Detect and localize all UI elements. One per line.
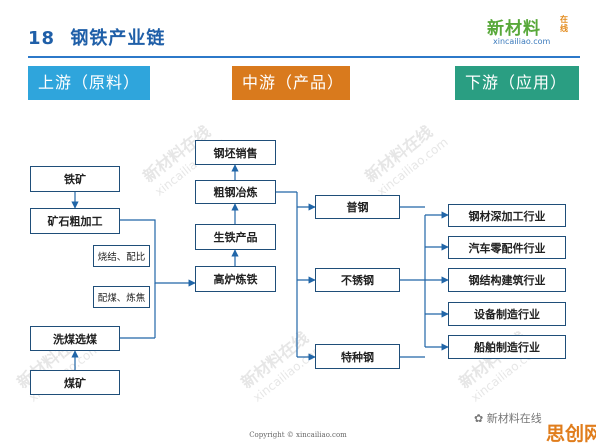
wechat-tag: ✿ 新材料在线: [474, 410, 542, 426]
stainless-steel-box: 不锈钢: [315, 268, 400, 292]
coal-washing-box: 洗煤选煤: [30, 326, 120, 351]
copyright-text: Copyright © xincailiao.com: [249, 431, 347, 439]
logo-side-text: 在线: [560, 15, 568, 33]
application-box: 汽车零配件行业: [448, 236, 566, 259]
logo-url: xincailiao.com: [493, 37, 551, 46]
blast-furnace-box: 高炉炼铁: [195, 266, 276, 292]
crude-steel-box: 粗钢冶炼: [195, 180, 276, 204]
coal-blend-box: 配煤、炼焦: [93, 286, 150, 308]
pig-iron-box: 生铁产品: [195, 224, 276, 250]
upstream-banner: 上游（原料）: [28, 66, 150, 100]
sinter-blend-box: 烧结、配比: [93, 245, 150, 267]
site-logo: 新材料 在线 xincailiao.com: [487, 14, 581, 52]
wechat-text: 新材料在线: [486, 412, 542, 425]
application-box: 钢材深加工行业: [448, 204, 566, 227]
application-box: 船舶制造行业: [448, 335, 566, 359]
midstream-banner: 中游（产品）: [232, 66, 350, 100]
plain-steel-box: 普钢: [315, 195, 400, 219]
ore-processing-box: 矿石粗加工: [30, 208, 120, 234]
application-box: 设备制造行业: [448, 302, 566, 326]
title-number: 18: [28, 28, 56, 49]
page-title: 18 钢铁产业链: [28, 24, 165, 50]
logo-name: 新材料: [487, 19, 541, 39]
corner-brand: 思创网: [546, 423, 596, 445]
iron-ore-box: 铁矿: [30, 166, 120, 192]
special-steel-box: 特种钢: [315, 344, 400, 369]
title-divider: [28, 56, 580, 58]
downstream-banner: 下游（应用）: [455, 66, 579, 100]
coal-mine-box: 煤矿: [30, 370, 120, 395]
title-text: 钢铁产业链: [70, 28, 166, 49]
billet-sales-box: 钢坯销售: [195, 140, 276, 165]
application-box: 钢结构建筑行业: [448, 268, 566, 292]
wechat-icon: ✿: [474, 412, 484, 425]
